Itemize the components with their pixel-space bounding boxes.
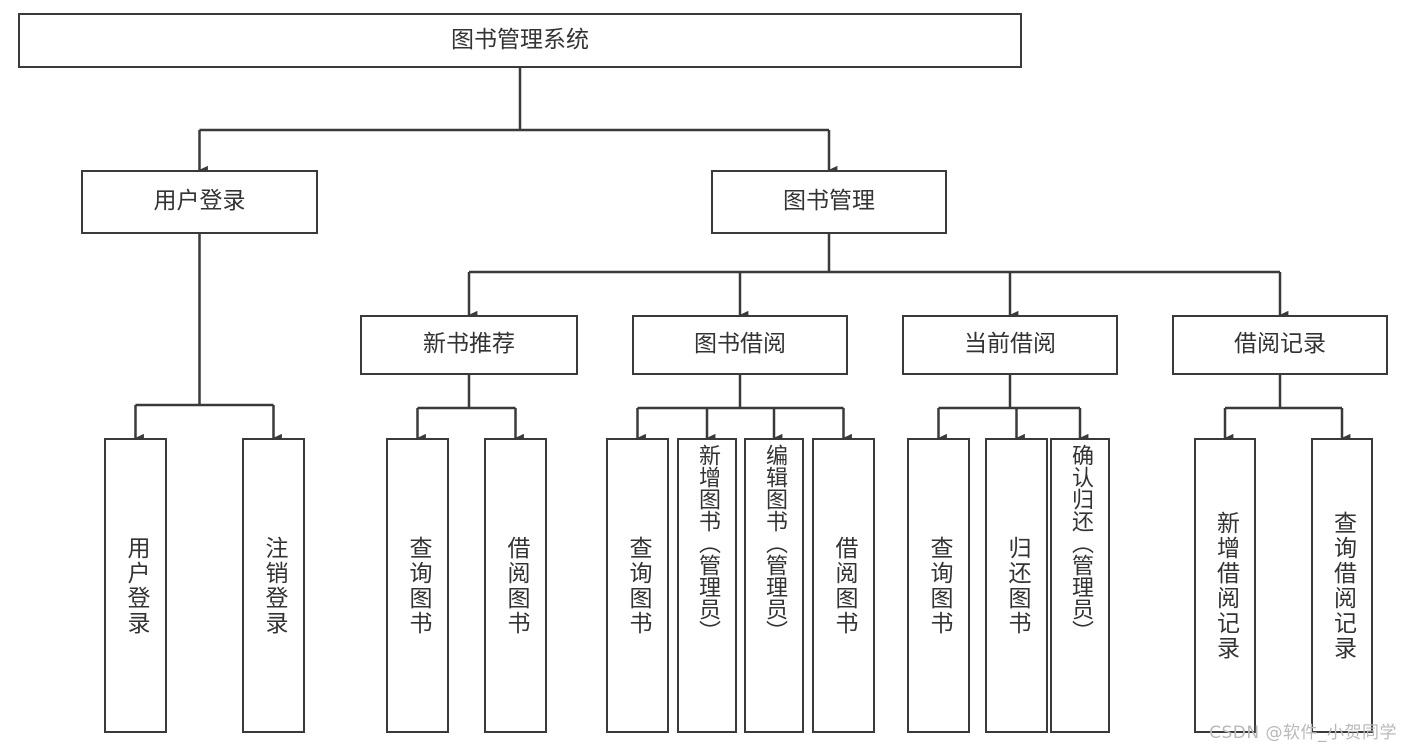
node-label: 查询图书: [926, 535, 952, 636]
node-label: 借阅图书: [831, 535, 857, 636]
node-label: 借阅图书: [503, 535, 529, 636]
node-leaf-user-logout[interactable]: 注销登录: [242, 438, 305, 733]
node-leaf-cb-confirm[interactable]: 确认归还（管理员）: [1050, 438, 1110, 733]
node-label: 当前借阅: [964, 331, 1056, 358]
node-leaf-cb-query[interactable]: 查询图书: [907, 438, 970, 733]
node-new-book-rec[interactable]: 新书推荐: [360, 315, 578, 375]
node-leaf-bb-borrow[interactable]: 借阅图书: [812, 438, 875, 733]
node-borrow-record[interactable]: 借阅记录: [1172, 315, 1388, 375]
node-label: 新书推荐: [423, 331, 515, 358]
node-label: 图书管理: [783, 188, 875, 215]
node-label: 编辑图书（管理员）: [762, 444, 787, 642]
node-label: 图书借阅: [694, 331, 786, 358]
connector-lines: [134, 68, 1351, 443]
node-leaf-br-add[interactable]: 新增借阅记录: [1194, 438, 1256, 733]
node-leaf-bb-query[interactable]: 查询图书: [606, 438, 669, 733]
node-label: 查询图书: [625, 535, 651, 636]
node-leaf-cb-return[interactable]: 归还图书: [985, 438, 1048, 733]
node-root[interactable]: 图书管理系统: [18, 13, 1022, 68]
node-label: 新增借阅记录: [1212, 510, 1239, 661]
node-book-borrow[interactable]: 图书借阅: [632, 315, 848, 375]
node-leaf-user-login[interactable]: 用户登录: [104, 438, 167, 733]
node-leaf-bb-edit[interactable]: 编辑图书（管理员）: [744, 438, 804, 733]
node-label: 确认归还（管理员）: [1068, 444, 1093, 642]
node-label: 用户登录: [153, 188, 246, 215]
node-current-borrow[interactable]: 当前借阅: [902, 315, 1118, 375]
node-label: 查询图书: [405, 535, 431, 636]
node-leaf-bb-add[interactable]: 新增图书（管理员）: [677, 438, 737, 733]
node-label: 用户登录: [123, 535, 149, 636]
node-book-manage[interactable]: 图书管理: [711, 170, 947, 234]
node-label: 查询借阅记录: [1329, 510, 1356, 661]
node-user-login[interactable]: 用户登录: [81, 170, 318, 234]
node-label: 归还图书: [1004, 535, 1030, 636]
node-label: 图书管理系统: [451, 26, 589, 53]
node-label: 注销登录: [261, 535, 287, 636]
node-leaf-rec-query[interactable]: 查询图书: [386, 438, 449, 733]
node-label: 借阅记录: [1234, 331, 1326, 358]
node-leaf-rec-borrow[interactable]: 借阅图书: [484, 438, 547, 733]
watermark-text: CSDN @软件_小贺同学: [1209, 723, 1397, 743]
node-leaf-br-query[interactable]: 查询借阅记录: [1311, 438, 1373, 733]
node-label: 新增图书（管理员）: [695, 444, 720, 642]
